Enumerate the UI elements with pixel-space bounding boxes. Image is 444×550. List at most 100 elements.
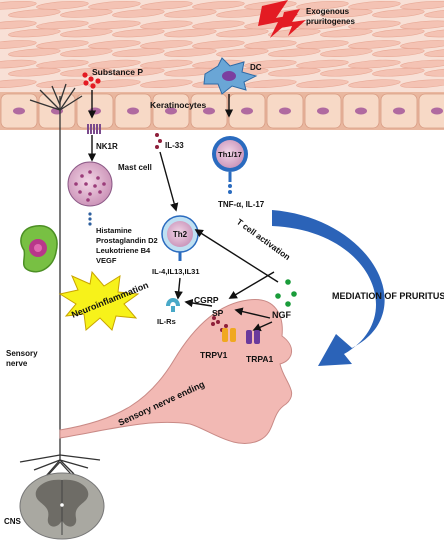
th117-label: Th1/17 <box>218 150 242 159</box>
mast-granule <box>78 190 82 194</box>
il4-label: IL-4,IL13,IL31 <box>152 267 200 276</box>
mediation-arrow <box>272 210 385 366</box>
keratinocytes-label: Keratinocytes <box>150 100 206 110</box>
mast-granule <box>74 182 78 186</box>
squame-cell <box>112 67 165 77</box>
mast-granule <box>96 176 100 180</box>
squame-cell <box>36 59 89 69</box>
th117-stalk <box>228 172 232 182</box>
neuroinflammation-star <box>58 270 140 331</box>
keratinocyte-nucleus <box>165 107 177 115</box>
th117-cell <box>212 136 248 172</box>
cns-label: CNS <box>4 517 22 526</box>
squame-cell <box>112 48 165 57</box>
squame-cell <box>112 9 165 18</box>
tnf-label: TNF-α, IL-17 <box>218 200 265 209</box>
squame-cell <box>140 0 193 10</box>
squame-cell <box>400 59 444 69</box>
mast-granule <box>88 170 92 174</box>
squame-cell <box>296 0 349 10</box>
squame-cell <box>0 20 37 30</box>
mast-granule <box>98 190 102 194</box>
squame-cell <box>348 79 401 89</box>
keratinocyte-nucleus <box>393 107 405 115</box>
squame-cell <box>424 9 444 18</box>
mast-granule <box>88 192 92 196</box>
mast-cell <box>67 161 113 207</box>
squame-cell <box>296 40 349 49</box>
squame-cell <box>0 0 37 10</box>
mast-cell-label: Mast cell <box>118 163 152 172</box>
sensory-nerve-axon <box>19 83 101 485</box>
tnf-release <box>228 184 232 194</box>
keratinocyte-layer <box>0 92 444 130</box>
keratinocyte-nucleus <box>355 107 367 115</box>
squame-cell <box>140 59 193 69</box>
squame-cell <box>348 20 401 30</box>
skin-squamous-layer <box>0 0 444 92</box>
ngf-label: NGF <box>272 310 292 320</box>
tcell-activation-arrow <box>194 229 279 283</box>
il33-label: IL-33 <box>165 141 184 150</box>
squame-cell <box>320 9 373 18</box>
squame-cell <box>88 79 141 89</box>
trpa1-channel <box>246 330 260 344</box>
trpv1-channel <box>222 328 236 342</box>
nk1r-receptor <box>87 124 101 134</box>
ngf-dots <box>275 279 297 307</box>
th2-cell <box>161 215 199 253</box>
keratinocyte-nucleus <box>279 107 291 115</box>
squame-cell <box>424 48 444 57</box>
mast-granule <box>93 184 97 188</box>
squame-cell <box>372 28 425 38</box>
squame-cell <box>8 48 61 57</box>
dc-label: DC <box>250 63 262 72</box>
squame-cell <box>400 79 444 89</box>
squame-cell <box>372 67 425 77</box>
squame-cell <box>164 48 217 57</box>
th2-stalk <box>178 252 182 261</box>
squame-cell <box>296 59 349 69</box>
keratinocyte-nucleus <box>317 107 329 115</box>
squame-cell <box>400 40 444 49</box>
squame-cell <box>244 59 297 69</box>
dendritic-cell <box>203 57 258 95</box>
squame-cell <box>36 0 89 10</box>
squame-cell <box>140 40 193 49</box>
lightning-icon <box>258 0 306 38</box>
keratinocyte-nucleus <box>127 107 139 115</box>
cgrp-label: CGRP <box>194 295 219 305</box>
sensory-nerve-label-line1: Sensory <box>6 349 38 358</box>
squame-cell <box>164 9 217 18</box>
mast-granule <box>80 174 84 178</box>
mediator-leukotriene: Leukotriene B4 <box>96 246 151 255</box>
cgrp-dots <box>211 316 220 326</box>
mediator-histamine: Histamine <box>96 226 132 235</box>
squame-cell <box>400 0 444 10</box>
squame-cell <box>424 67 444 77</box>
squame-cell <box>88 59 141 69</box>
sensory-neuron-body <box>20 225 58 273</box>
squame-cell <box>372 9 425 18</box>
squame-cell <box>320 67 373 77</box>
il-rs-receptor <box>166 298 180 312</box>
squame-cell <box>320 28 373 38</box>
sensory-nerve-label-line2: nerve <box>6 359 28 368</box>
squame-cell <box>0 59 37 69</box>
keratinocyte-nucleus <box>241 107 253 115</box>
squame-cell <box>348 40 401 49</box>
squame-cell <box>60 28 113 38</box>
squame-cell <box>192 0 245 10</box>
exogenous-label-line2: pruritogenes <box>306 17 355 26</box>
squame-cell <box>36 40 89 49</box>
squame-cells <box>0 0 444 89</box>
squame-cell <box>0 79 37 89</box>
substance-p-dots <box>82 72 101 89</box>
squame-cell <box>8 67 61 77</box>
mediator-vegf: VEGF <box>96 256 117 265</box>
mediation-label: MEDIATION OF PRURITUS <box>332 291 444 301</box>
keratinocyte-nucleus <box>13 107 25 115</box>
squame-cell <box>88 20 141 30</box>
mast-cell-granules <box>74 170 106 202</box>
